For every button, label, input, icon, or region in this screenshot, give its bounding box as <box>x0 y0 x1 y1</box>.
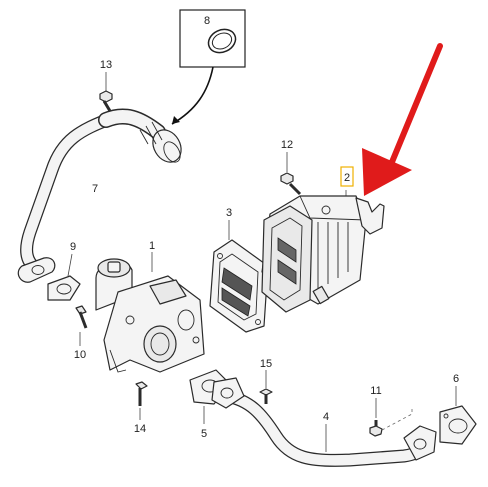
gasket-3-inner-frame <box>217 253 259 321</box>
pipe-7-lower-flange <box>17 257 56 283</box>
gasket-3-hole-1 <box>217 253 223 259</box>
pipe-7-connector-bore <box>163 141 181 163</box>
bolt-11 <box>369 398 413 437</box>
bolt-14-head <box>135 381 148 390</box>
cooler-top-boss <box>321 205 331 215</box>
stud-10-shank <box>78 311 88 329</box>
callout-15: 15 <box>260 358 272 370</box>
gasket-6-plate <box>439 405 477 445</box>
arrow-head <box>362 148 412 196</box>
stud-15-head <box>259 388 273 396</box>
gasket-inset <box>171 9 246 125</box>
gasket-9-hole <box>56 283 72 295</box>
inset-leader-curve <box>171 66 214 125</box>
cooler-port-1 <box>277 237 297 263</box>
gasket-9 <box>47 253 81 301</box>
callout-2-highlight <box>340 166 354 187</box>
pipe-4-flange-left-bore <box>220 387 234 399</box>
egr-pipe-7 <box>17 108 182 283</box>
callout-8: 8 <box>204 15 210 27</box>
bolt-13-shank <box>102 100 112 112</box>
gasket-6 <box>439 386 477 445</box>
egr-valve-1 <box>95 252 205 373</box>
pipe-7-connector <box>152 129 182 163</box>
cooler-front-flange <box>261 205 313 313</box>
gasket-3 <box>209 220 269 333</box>
stud-10 <box>75 305 88 346</box>
inset-gasket-inner <box>211 32 233 50</box>
callout-2: 2 <box>344 172 350 184</box>
bolt-13-head <box>99 90 113 103</box>
callout-6: 6 <box>453 373 459 385</box>
inset-leader-arrowhead <box>172 116 180 124</box>
callout-7: 7 <box>92 183 98 195</box>
bolt-11-alignment-line <box>381 406 413 431</box>
bolt-12-shank <box>288 182 302 196</box>
gasket-6-hole <box>448 418 468 434</box>
callout-11: 11 <box>370 385 381 397</box>
gasket-3-hole-2 <box>255 319 261 325</box>
stud-10-head <box>75 305 87 315</box>
pipe-4-flange-left <box>211 377 245 409</box>
bolt-14 <box>135 381 148 420</box>
valve-lower-pipe <box>109 349 127 373</box>
cooler-flange-frame <box>269 217 303 301</box>
bolt-13 <box>99 72 113 112</box>
stud-15 <box>259 370 273 404</box>
cooler-port-2 <box>277 259 297 285</box>
bolt-12-head <box>280 172 294 185</box>
pipe-7-connector-ribs <box>139 121 163 145</box>
valve-boss-2 <box>192 336 200 344</box>
valve-outlet <box>143 325 177 363</box>
valve-mount-pad <box>149 279 187 305</box>
arrow-shaft <box>389 43 443 165</box>
valve-outlet-bore <box>150 332 170 356</box>
egr-cooler-2 <box>261 190 385 313</box>
egr-pipe-4 <box>211 377 437 467</box>
gasket-3-port-upper <box>221 267 253 301</box>
pipe-7-fill <box>21 112 118 274</box>
callout-13: 13 <box>100 59 112 71</box>
bolt-11-head <box>369 425 383 437</box>
valve-boss-1 <box>125 315 135 325</box>
gasket-9-plate <box>47 275 81 301</box>
inset-gasket-ring <box>207 28 237 54</box>
callout-4: 4 <box>323 411 329 423</box>
callout-10: 10 <box>74 349 86 361</box>
callout-14: 14 <box>134 423 146 435</box>
valve-connector-plug <box>107 261 121 273</box>
gasket-3-port-lower <box>221 287 251 317</box>
gasket-6-bolt-hole <box>443 413 449 419</box>
callout-5: 5 <box>201 428 207 440</box>
cooler-ribs <box>317 222 349 290</box>
callout-3: 3 <box>226 207 232 219</box>
callout-labels: 8 13 7 9 1 10 14 5 3 12 2 15 4 11 6 <box>70 15 459 440</box>
bolt-12 <box>280 152 302 196</box>
cooler-mount-bracket <box>355 197 385 235</box>
valve-side-port <box>177 309 195 331</box>
pipe-4-flange-right-bore <box>413 438 427 450</box>
pipe-7-upper-fill <box>99 110 165 139</box>
cooler-coolant-fitting <box>312 285 330 305</box>
highlight-arrow <box>362 43 443 196</box>
leader-9 <box>67 253 73 277</box>
inset-frame <box>179 9 246 68</box>
callout-12: 12 <box>281 139 293 151</box>
pipe-4-flange-right <box>403 425 437 461</box>
callout-9: 9 <box>70 241 76 253</box>
pipe-7-flange-hole <box>31 265 45 275</box>
callout-1: 1 <box>149 240 155 252</box>
